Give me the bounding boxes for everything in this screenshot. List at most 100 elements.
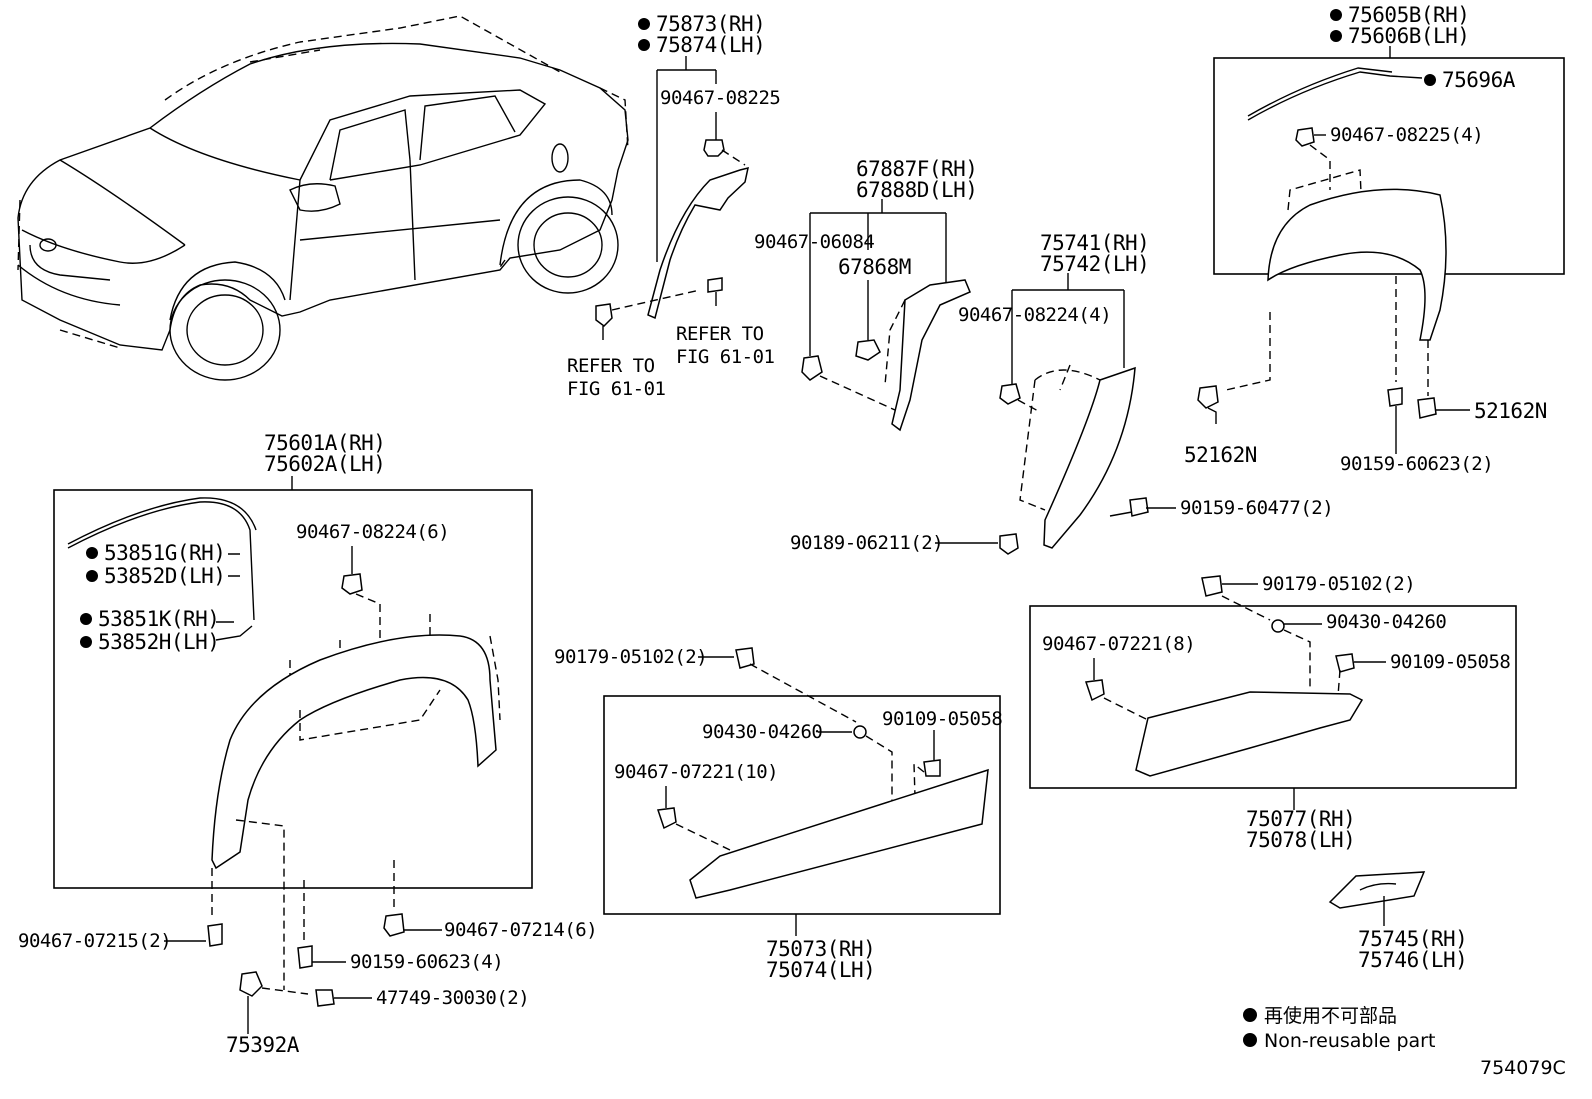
assembly-box (53, 489, 533, 889)
non-reusable-mark (80, 636, 92, 648)
label-52162-left: 52162N (1184, 443, 1257, 467)
label-90109-b: 90109-05058 (1390, 651, 1510, 673)
rear-wheel-liner-part (647, 166, 749, 320)
label-75742: 75742(LH) (1040, 252, 1149, 276)
label-90467-07221-8: 90467-07221(8) (1042, 633, 1195, 655)
clip-part (341, 573, 363, 595)
non-reusable-mark (1330, 30, 1342, 42)
clip-part (656, 807, 677, 830)
non-reusable-mark (80, 613, 92, 625)
screw-part (1387, 387, 1403, 407)
label-90109-a: 90109-05058 (882, 708, 1002, 730)
non-reusable-mark (1330, 9, 1342, 21)
side-molding-part (689, 768, 989, 899)
clip-part (1197, 385, 1219, 409)
label-75078: 75078(LH) (1246, 828, 1355, 852)
non-reusable-mark (638, 39, 650, 51)
group-75745: 75745(RH) 75746(LH) (1328, 871, 1468, 972)
group-67887: 67887F(RH) 67888D(LH) 90467-06084 67868M (754, 157, 978, 432)
rear-side-molding-part (1135, 691, 1364, 777)
label-75745: 75745(RH) (1358, 927, 1467, 951)
clip-part (855, 339, 881, 361)
assembly-box (1029, 605, 1517, 789)
assembly-box (1213, 57, 1565, 275)
figure-code: 754079C (1480, 1057, 1566, 1079)
refer-label: REFER TO (567, 355, 655, 377)
legend-en: Non-reusable part (1264, 1030, 1435, 1052)
screw-part (707, 277, 723, 293)
label-90467-06084: 90467-06084 (754, 231, 874, 253)
label-90467-08224-6: 90467-08224(6) (296, 521, 449, 543)
non-reusable-mark (638, 18, 650, 30)
group-75741: 75741(RH) 75742(LH) 90467-08224(4) 90159… (790, 231, 1334, 555)
label-90430-a: 90430-04260 (702, 721, 822, 743)
label-90159-60623-4: 90159-60623(4) (350, 951, 503, 973)
label-52162-right: 52162N (1474, 399, 1547, 423)
label-90467-07214: 90467-07214(6) (444, 919, 597, 941)
non-reusable-mark (1424, 74, 1436, 86)
clip-part (999, 533, 1019, 555)
group-75873: 75873(RH) 75874(LH) 90467-08225 REFER TO… (567, 12, 781, 400)
label-75605: 75605B(RH) (1348, 3, 1469, 27)
label-75874: 75874(LH) (656, 33, 765, 57)
bolt-part (1335, 653, 1355, 673)
clip-part (595, 303, 613, 327)
clip-part (1084, 679, 1105, 702)
label-53851G: 53851G(RH) (104, 541, 225, 565)
label-90467-08225: 90467-08225 (660, 87, 780, 109)
non-reusable-mark (1243, 1008, 1257, 1022)
label-75602: 75602A(LH) (264, 452, 385, 476)
legend-jp: 再使用不可部品 (1264, 1005, 1397, 1027)
refer-label: REFER TO (676, 323, 764, 345)
front-mudguard-part (1043, 366, 1136, 549)
non-reusable-mark (86, 547, 98, 559)
assembly-box (603, 695, 1001, 915)
washer-part (853, 725, 867, 739)
label-90179-a: 90179-05102(2) (554, 646, 707, 668)
label-75073: 75073(RH) (766, 937, 875, 961)
screw-part (297, 945, 313, 969)
clip-part (207, 923, 223, 947)
refer-label: FIG 61-01 (676, 346, 775, 368)
mudguard-part (891, 279, 971, 432)
clip-part (801, 355, 823, 381)
label-90159-60477: 90159-60477(2) (1180, 497, 1333, 519)
emblem-part (1328, 871, 1426, 909)
label-90467-08225-4: 90467-08225(4) (1330, 124, 1483, 146)
rear-fender-flare-part (1267, 188, 1447, 341)
label-67887: 67887F(RH) (856, 157, 977, 181)
label-90467-07221-10: 90467-07221(10) (614, 761, 778, 783)
clip-part (239, 971, 263, 997)
clip-part (1417, 397, 1437, 419)
label-90467-08224-4: 90467-08224(4) (958, 304, 1111, 326)
label-90159-60623-2: 90159-60623(2) (1340, 453, 1493, 475)
label-75077: 75077(RH) (1246, 807, 1355, 831)
label-90189-06211: 90189-06211(2) (790, 532, 943, 554)
clip-part (1295, 127, 1315, 147)
clip-part (999, 383, 1021, 405)
label-90467-07215: 90467-07215(2) (18, 930, 171, 952)
label-75746: 75746(LH) (1358, 948, 1467, 972)
screw-part (315, 989, 335, 1007)
bolt-part (923, 759, 941, 777)
clip-part (703, 139, 725, 157)
label-53852D: 53852D(LH) (104, 564, 225, 588)
label-75873: 75873(RH) (656, 12, 765, 36)
group-75605: 75605B(RH) 75606B(LH) 75696A 90467-08225… (1184, 3, 1565, 475)
label-75074: 75074(LH) (766, 958, 875, 982)
label-90430-b: 90430-04260 (1326, 611, 1446, 633)
label-47749: 47749-30030(2) (376, 987, 529, 1009)
legend: 再使用不可部品 Non-reusable part 754079C (1243, 1005, 1566, 1079)
label-75696: 75696A (1442, 68, 1516, 92)
refer-label: FIG 61-01 (567, 378, 666, 400)
screw-part (1129, 497, 1149, 517)
group-75601: 75601A(RH) 75602A(LH) 53851G(RH) 53852D(… (18, 431, 598, 1057)
label-75392: 75392A (226, 1033, 300, 1057)
label-90179-b: 90179-05102(2) (1262, 573, 1415, 595)
label-53851K: 53851K(RH) (98, 607, 219, 631)
label-75606: 75606B(LH) (1348, 24, 1469, 48)
label-53852H: 53852H(LH) (98, 630, 219, 654)
nut-part (1201, 575, 1223, 597)
group-75077: 90179-05102(2) 90430-04260 90109-05058 9… (1029, 573, 1517, 852)
